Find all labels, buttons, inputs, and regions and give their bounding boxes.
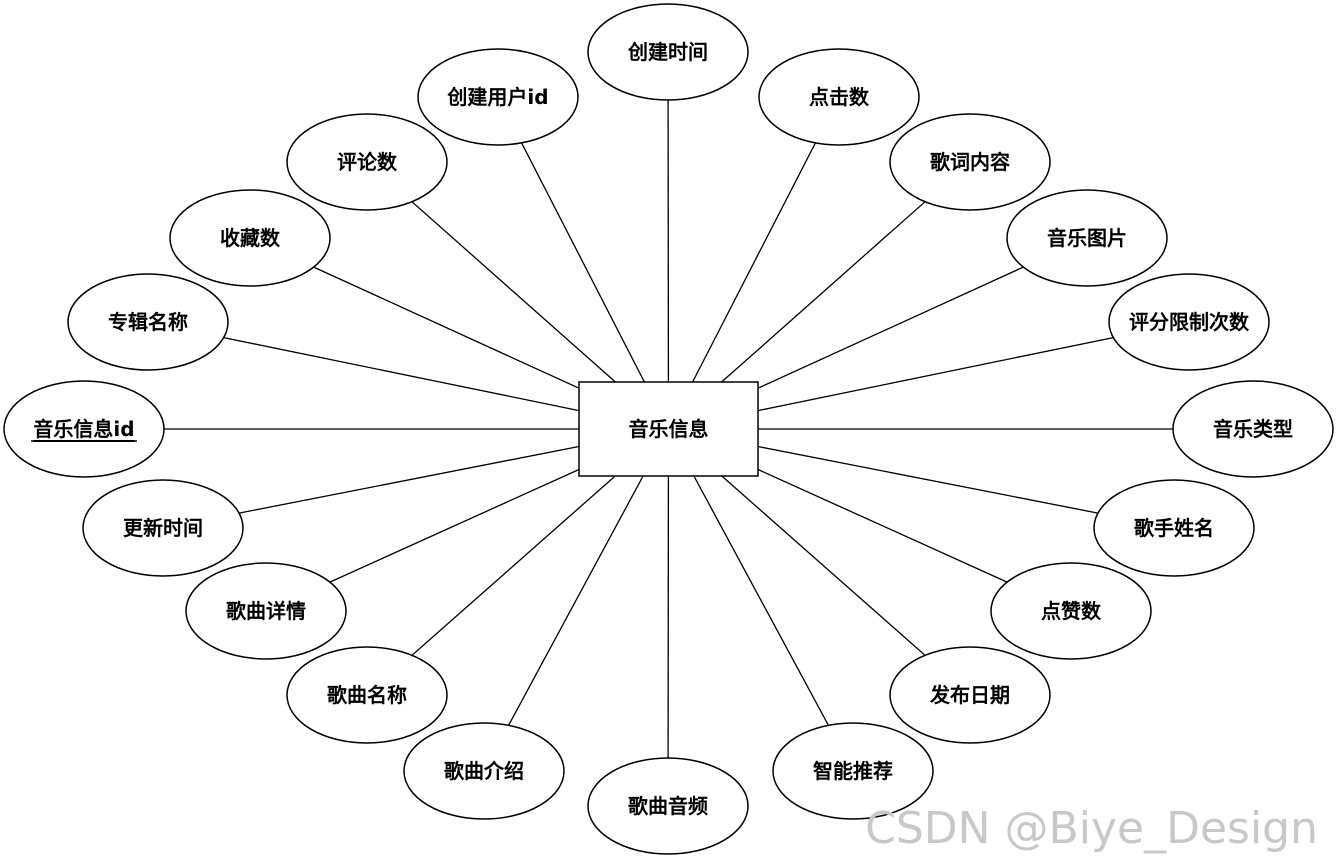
attribute-ellipse-release-date [889,646,1051,744]
attribute-label-click-count: 点击数 [809,85,870,109]
attribute-rating-limit-count: 评分限制次数 [1108,273,1270,371]
attribute-ellipse-music-image [1006,189,1168,287]
attribute-music-info-id: 音乐信息id [3,380,165,478]
connector-song-intro [508,475,644,726]
attribute-ellipse-create-time [587,3,749,101]
attribute-label-creator-user-id: 创建用户id [446,85,548,109]
attribute-label-lyrics-content: 歌词内容 [930,150,1010,174]
connector-release-date [721,475,926,656]
attribute-ellipse-favorite-count [169,189,331,287]
attribute-music-image: 音乐图片 [1006,189,1168,287]
attribute-label-singer-name: 歌手姓名 [1134,516,1214,540]
attribute-lyrics-content: 歌词内容 [889,113,1051,211]
connector-song-details [329,468,580,583]
watermark: CSDN @Biye_Design [865,803,1318,854]
attribute-ellipse-song-intro [403,722,565,820]
attribute-label-music-type: 音乐类型 [1213,417,1293,441]
attribute-ellipse-song-audio [587,757,749,855]
connector-music-image [757,266,1024,389]
attribute-ellipse-lyrics-content [889,113,1051,211]
attribute-song-intro: 歌曲介绍 [403,722,565,820]
attribute-creator-user-id: 创建用户id [417,48,579,146]
attribute-label-like-count: 点赞数 [1041,599,1102,623]
attribute-like-count: 点赞数 [990,562,1152,660]
attribute-label-update-time: 更新时间 [123,516,203,540]
attribute-label-song-intro: 歌曲介绍 [444,759,524,783]
attribute-ellipse-song-name [286,646,448,744]
attribute-smart-recommend: 智能推荐 [772,722,934,820]
connector-lines [164,99,1173,759]
attribute-label-favorite-count: 收藏数 [220,226,281,250]
entity-label: 音乐信息 [629,417,709,441]
attribute-favorite-count: 收藏数 [169,189,331,287]
attribute-label-song-name: 歌曲名称 [327,683,407,707]
connector-lyrics-content [721,201,926,383]
attribute-song-name: 歌曲名称 [286,646,448,744]
attribute-ellipse-creator-user-id [417,48,579,146]
connector-rating-limit-count [757,336,1114,412]
attribute-ellipse-click-count [758,48,920,146]
attribute-label-music-info-id: 音乐信息id [33,417,134,441]
attribute-click-count: 点击数 [758,48,920,146]
attribute-album-name: 专辑名称 [67,273,229,371]
attribute-label-song-audio: 歌曲音频 [628,794,708,818]
attribute-ellipse-music-type [1172,380,1334,478]
attribute-label-create-time: 创建时间 [627,40,708,64]
attribute-label-album-name: 专辑名称 [108,310,188,334]
connector-favorite-count [313,266,580,389]
attribute-label-comment-count: 评论数 [337,150,398,174]
connector-comment-count [411,201,616,383]
connector-click-count [692,142,816,383]
connector-album-name [223,336,580,412]
attribute-ellipse-music-info-id [3,380,165,478]
attribute-ellipse-comment-count [286,113,448,211]
connector-smart-recommend [693,475,829,726]
attribute-song-details: 歌曲详情 [185,562,347,660]
attribute-ellipse-singer-name [1093,479,1255,577]
attribute-music-type: 音乐类型 [1172,380,1334,478]
attribute-singer-name: 歌手姓名 [1093,479,1255,577]
attribute-create-time: 创建时间 [587,3,749,101]
attribute-label-release-date: 发布日期 [929,683,1010,707]
attribute-ellipse-album-name [67,273,229,371]
attribute-ellipse-like-count [990,562,1152,660]
attribute-label-rating-limit-count: 评分限制次数 [1129,310,1250,334]
connector-creator-user-id [521,142,645,383]
connector-song-name [411,475,616,656]
connector-like-count [757,468,1008,583]
connector-singer-name [757,445,1099,514]
attribute-comment-count: 评论数 [286,113,448,211]
connector-update-time [238,445,580,514]
attribute-ellipse-smart-recommend [772,722,934,820]
attribute-release-date: 发布日期 [889,646,1051,744]
entity-node: 音乐信息 [578,381,759,477]
attribute-label-song-details: 歌曲详情 [226,599,306,623]
attribute-update-time: 更新时间 [82,479,244,577]
entity-box [578,381,759,477]
attribute-ellipse-rating-limit-count [1108,273,1270,371]
attribute-ellipse-song-details [185,562,347,660]
attribute-ellipse-update-time [82,479,244,577]
attribute-label-music-image: 音乐图片 [1047,226,1127,250]
attribute-song-audio: 歌曲音频 [587,757,749,855]
attribute-label-smart-recommend: 智能推荐 [813,759,893,783]
